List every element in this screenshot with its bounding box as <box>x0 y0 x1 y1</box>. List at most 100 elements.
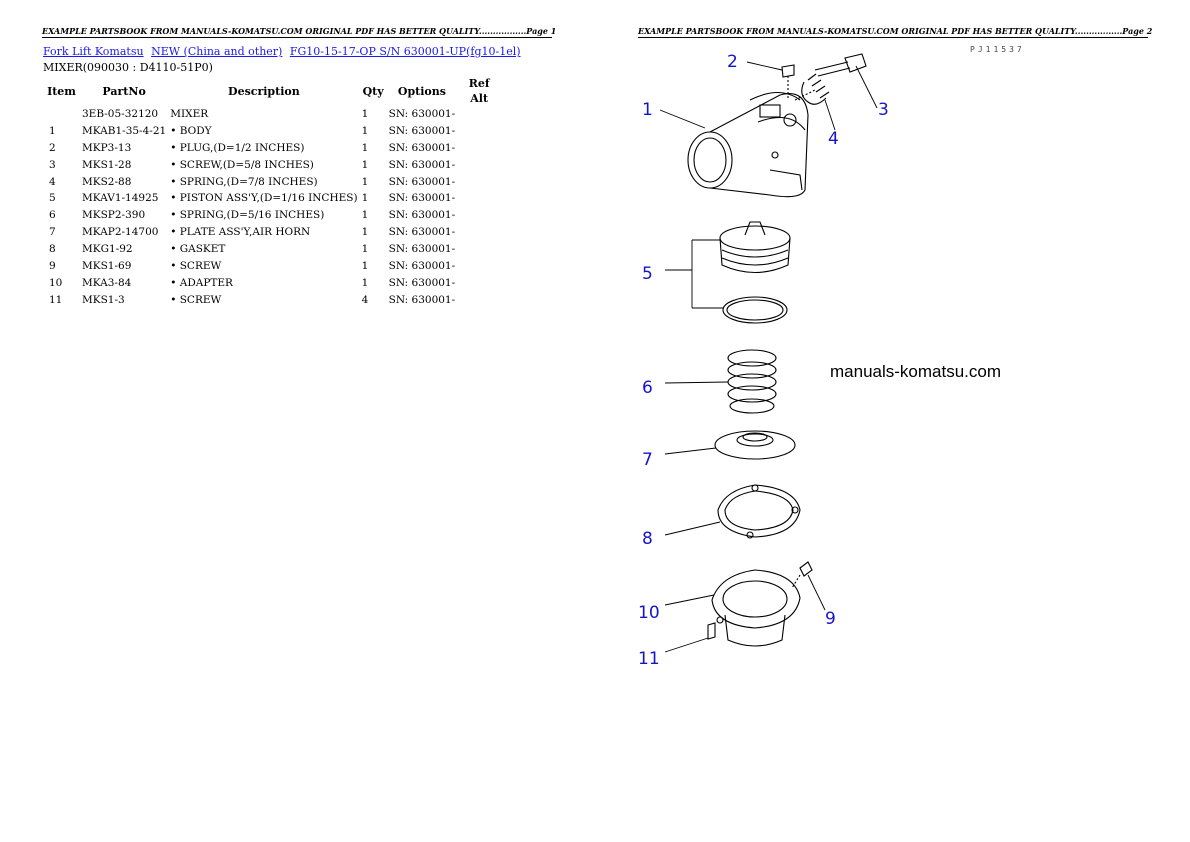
cell-qty: 1 <box>361 192 369 205</box>
callout-2: 2 <box>727 52 738 72</box>
table-row: 5 MKAV1-14925 • PISTON ASS'Y,(D=1/16 INCHE… <box>43 190 501 207</box>
cell-qty: 1 <box>361 107 369 120</box>
leader-lines <box>659 61 878 653</box>
cell-options: SN: 630001- <box>388 124 456 137</box>
cell-partno: MKAV1-14925 <box>82 192 159 205</box>
cell-item <box>43 106 80 123</box>
exploded-parts-diagram: PJ11537 <box>638 45 1025 669</box>
breadcrumb-link-region[interactable]: NEW (China and other) <box>151 45 283 58</box>
cell-item: 11 <box>49 293 63 306</box>
part-adapter-drawing <box>707 561 813 647</box>
cell-description: • SPRING,(D=7/8 INCHES) <box>170 175 318 188</box>
table-row: 3 MKS1-28 • SCREW,(D=5/8 INCHES) 1 SN: 63000… <box>43 157 501 174</box>
col-options: Options <box>397 84 446 98</box>
cell-refalt <box>457 292 501 309</box>
callout-10: 10 <box>638 603 660 623</box>
part-screw-spring-drawing <box>794 53 867 105</box>
cell-partno: MKS1-28 <box>82 158 132 171</box>
cell-refalt <box>457 157 501 174</box>
cell-item: 10 <box>49 276 63 289</box>
cell-description: • SCREW,(D=5/8 INCHES) <box>170 158 314 171</box>
cell-item: 8 <box>49 243 56 256</box>
cell-partno: MKAP2-14700 <box>82 226 159 239</box>
cell-partno: MKS2-88 <box>82 175 132 188</box>
cell-partno: MKSP2-390 <box>82 209 146 222</box>
cell-refalt <box>457 174 501 191</box>
page-header-2: EXAMPLE PARTSBOOK FROM MANUALS-KOMATSU.C… <box>638 26 1153 38</box>
cell-description: • PISTON ASS'Y,(D=1/16 INCHES) <box>170 192 358 205</box>
callout-8: 8 <box>642 529 653 549</box>
cell-item: 3 <box>49 158 56 171</box>
cell-qty: 1 <box>361 158 369 171</box>
cell-description: • BODY <box>170 124 212 137</box>
page-header-1: EXAMPLE PARTSBOOK FROM MANUALS-KOMATSU.C… <box>42 26 557 38</box>
cell-qty: 1 <box>361 259 369 272</box>
cell-refalt <box>457 140 501 157</box>
breadcrumb-link-model[interactable]: FG10-15-17-OP S/N 630001-UP(fg10-1el) <box>289 45 521 58</box>
part-plate-drawing <box>714 430 796 460</box>
callout-5: 5 <box>642 264 653 284</box>
diagram-code: PJ11537 <box>970 45 1025 54</box>
table-row: 6 MKSP2-390 • SPRING,(D=5/16 INCHES) 1 SN: 6… <box>43 207 501 224</box>
cell-partno: MKA3-84 <box>82 276 132 289</box>
cell-qty: 1 <box>361 243 369 256</box>
cell-partno: MKP3-13 <box>82 141 132 154</box>
cell-qty: 1 <box>361 209 369 222</box>
breadcrumb-link-brand[interactable]: Fork Lift Komatsu <box>43 45 144 58</box>
cell-partno: MKS1-69 <box>82 259 132 272</box>
cell-options: SN: 630001- <box>388 259 456 272</box>
cell-item: 4 <box>49 175 56 188</box>
cell-item: 7 <box>49 226 56 239</box>
part-body-drawing <box>687 91 809 198</box>
cell-item: 6 <box>49 209 56 222</box>
cell-qty: 1 <box>361 141 369 154</box>
watermark: manuals-komatsu.com <box>830 362 1001 381</box>
cell-options: SN: 630001- <box>388 141 456 154</box>
cell-description: • GASKET <box>170 243 226 256</box>
cell-options: SN: 630001- <box>388 209 456 222</box>
cell-qty: 1 <box>361 226 369 239</box>
cell-description: • SCREW <box>170 259 222 272</box>
callout-6: 6 <box>642 378 653 398</box>
cell-refalt <box>457 224 501 241</box>
cell-qty: 1 <box>361 175 369 188</box>
cell-refalt <box>457 207 501 224</box>
cell-description: • PLATE ASS'Y,AIR HORN <box>170 226 311 239</box>
col-qty: Qty <box>362 84 384 98</box>
callout-4: 4 <box>828 129 839 149</box>
cell-qty: 1 <box>361 276 369 289</box>
cell-partno: MKAB1-35-4-21 <box>82 124 167 137</box>
cell-description: • SPRING,(D=5/16 INCHES) <box>170 209 325 222</box>
cell-partno: MKG1-92 <box>82 243 133 256</box>
part-piston-drawing <box>719 221 791 324</box>
callout-7: 7 <box>642 450 653 470</box>
col-partno: PartNo <box>102 84 146 98</box>
cell-options: SN: 630001- <box>388 276 456 289</box>
cell-qty: 4 <box>361 293 369 306</box>
col-item: Item <box>47 84 76 98</box>
cell-refalt <box>457 106 501 123</box>
cell-item: 9 <box>49 259 56 272</box>
callout-3: 3 <box>878 100 889 120</box>
cell-item: 5 <box>49 192 56 205</box>
cell-refalt <box>457 123 501 140</box>
col-refalt: Ref Alt <box>468 77 490 105</box>
part-spring-drawing <box>727 349 777 414</box>
cell-description: • SCREW <box>170 293 222 306</box>
cell-options: SN: 630001- <box>388 158 456 171</box>
callout-11: 11 <box>638 649 660 669</box>
table-header-row: Item PartNo Description Qty Options Ref … <box>43 76 501 106</box>
cell-options: SN: 630001- <box>388 107 456 120</box>
page-subtitle: MIXER(090030 : D4110-51P0) <box>43 61 213 74</box>
part-gasket-drawing <box>717 484 801 539</box>
cell-options: SN: 630001- <box>388 293 456 306</box>
callout-9: 9 <box>825 609 836 629</box>
callout-1: 1 <box>642 100 653 120</box>
cell-refalt <box>457 241 501 258</box>
cell-refalt <box>457 275 501 292</box>
